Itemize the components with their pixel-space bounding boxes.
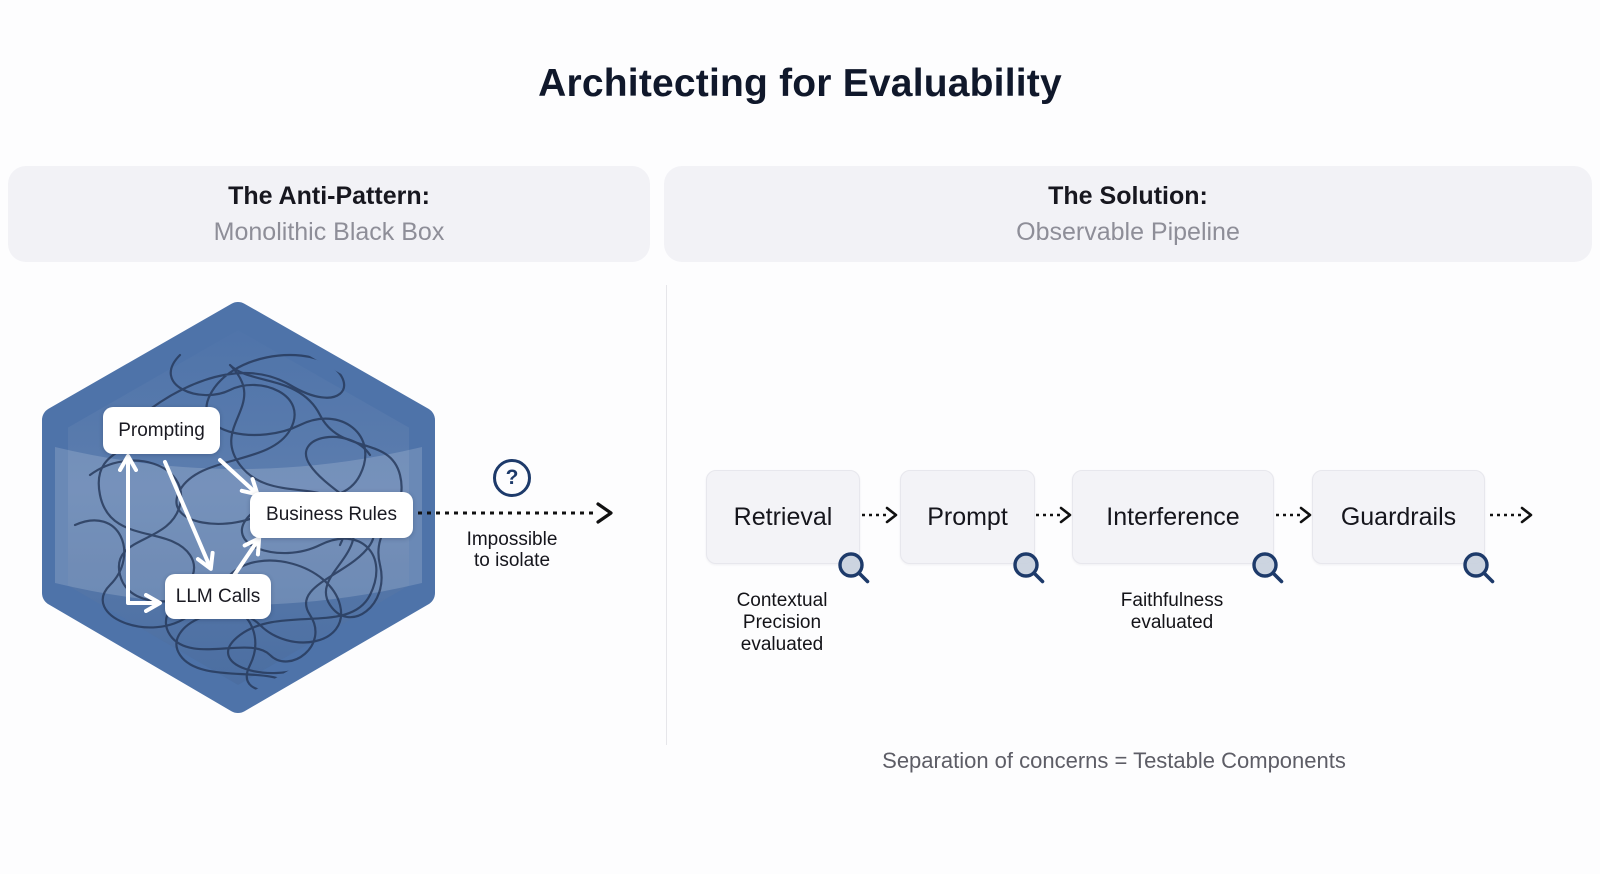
- tangle-arrows: [118, 454, 262, 613]
- magnifier-icon: [1463, 552, 1495, 584]
- anti-pattern-subheading: Monolithic Black Box: [213, 217, 445, 246]
- stage-prompt-label: Prompt: [927, 502, 1008, 531]
- magnifier-icon: [1013, 552, 1045, 584]
- connector-arrow-icon: [1276, 506, 1312, 524]
- solution-header-panel: The Solution: Observable Pipeline: [664, 166, 1592, 262]
- stage-retrieval-label: Retrieval: [733, 502, 833, 531]
- anti-pattern-header-panel: The Anti-Pattern: Monolithic Black Box: [8, 166, 650, 262]
- stage-guardrails-label: Guardrails: [1340, 502, 1457, 531]
- vertical-divider: [666, 285, 667, 745]
- connector-arrow-icon: [1490, 506, 1533, 524]
- retrieval-metric-caption: Contextual Precision evaluated: [736, 590, 828, 655]
- page-title: Architecting for Evaluability: [538, 62, 1062, 105]
- stage-retrieval: Retrieval: [706, 470, 870, 584]
- connector-arrow-icon: [1036, 506, 1072, 524]
- anti-pattern-heading: The Anti-Pattern:: [228, 181, 430, 210]
- magnifier-icon: [838, 552, 870, 584]
- stage-prompt: Prompt: [900, 470, 1045, 584]
- stage-guardrails: Guardrails: [1312, 470, 1495, 584]
- magnifier-icon: [1252, 552, 1284, 584]
- node-business-rules: Business Rules: [250, 492, 413, 538]
- node-llm-calls: LLM Calls: [165, 574, 271, 619]
- separation-footer-note: Separation of concerns = Testable Compon…: [882, 748, 1346, 773]
- node-prompting: Prompting: [103, 407, 220, 454]
- stage-interference: Interference: [1072, 470, 1284, 584]
- stage-interference-label: Interference: [1106, 502, 1240, 531]
- impossible-caption: Impossible to isolate: [466, 529, 558, 572]
- impossible-arrow-icon: [418, 502, 613, 524]
- connector-arrow-icon: [862, 506, 898, 524]
- question-mark-icon: ?: [493, 459, 531, 497]
- solution-heading: The Solution:: [1048, 181, 1208, 210]
- interference-metric-caption: Faithfulness evaluated: [1120, 590, 1224, 633]
- solution-subheading: Observable Pipeline: [1016, 217, 1240, 246]
